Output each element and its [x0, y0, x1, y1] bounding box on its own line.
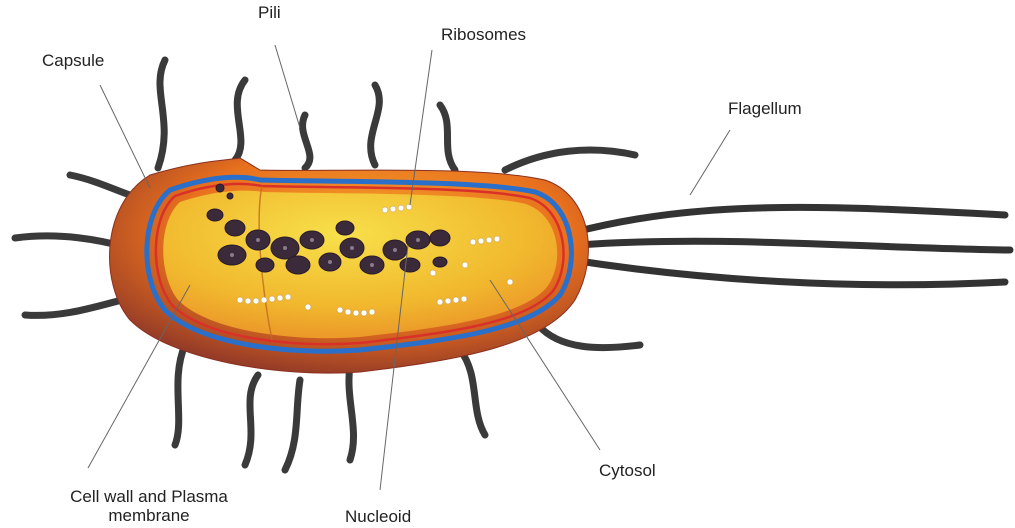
pilus	[245, 375, 258, 465]
flagella	[572, 207, 1010, 284]
label-pili: Pili	[258, 4, 281, 23]
pilus	[505, 150, 635, 170]
label-flagellum: Flagellum	[728, 100, 802, 119]
pilus	[70, 175, 130, 195]
flagellum-1	[575, 207, 1005, 232]
pilus	[175, 345, 185, 445]
label-ribosomes: Ribosomes	[441, 26, 526, 45]
pilus	[235, 80, 245, 160]
pili-leader	[275, 45, 300, 128]
pilus	[285, 380, 300, 470]
pilus	[349, 365, 354, 460]
flagellum-2	[578, 241, 1010, 250]
capsule-leader	[100, 85, 150, 188]
pilus	[25, 298, 130, 315]
label-capsule: Capsule	[42, 52, 104, 71]
label-cytosol: Cytosol	[599, 462, 656, 481]
label-cell-wall: Cell wall and Plasma membrane	[44, 488, 254, 525]
label-cell-wall-line2: membrane	[44, 507, 254, 526]
pilus	[440, 105, 455, 170]
pilus	[158, 60, 165, 168]
flagellum-leader	[690, 130, 730, 195]
pilus	[538, 325, 640, 348]
label-cell-wall-line1: Cell wall and Plasma	[44, 488, 254, 507]
flagellum-3	[572, 260, 1005, 285]
label-nucleoid: Nucleoid	[345, 508, 411, 527]
pilus	[371, 85, 380, 165]
pilus	[303, 115, 310, 168]
pilus	[460, 350, 485, 435]
